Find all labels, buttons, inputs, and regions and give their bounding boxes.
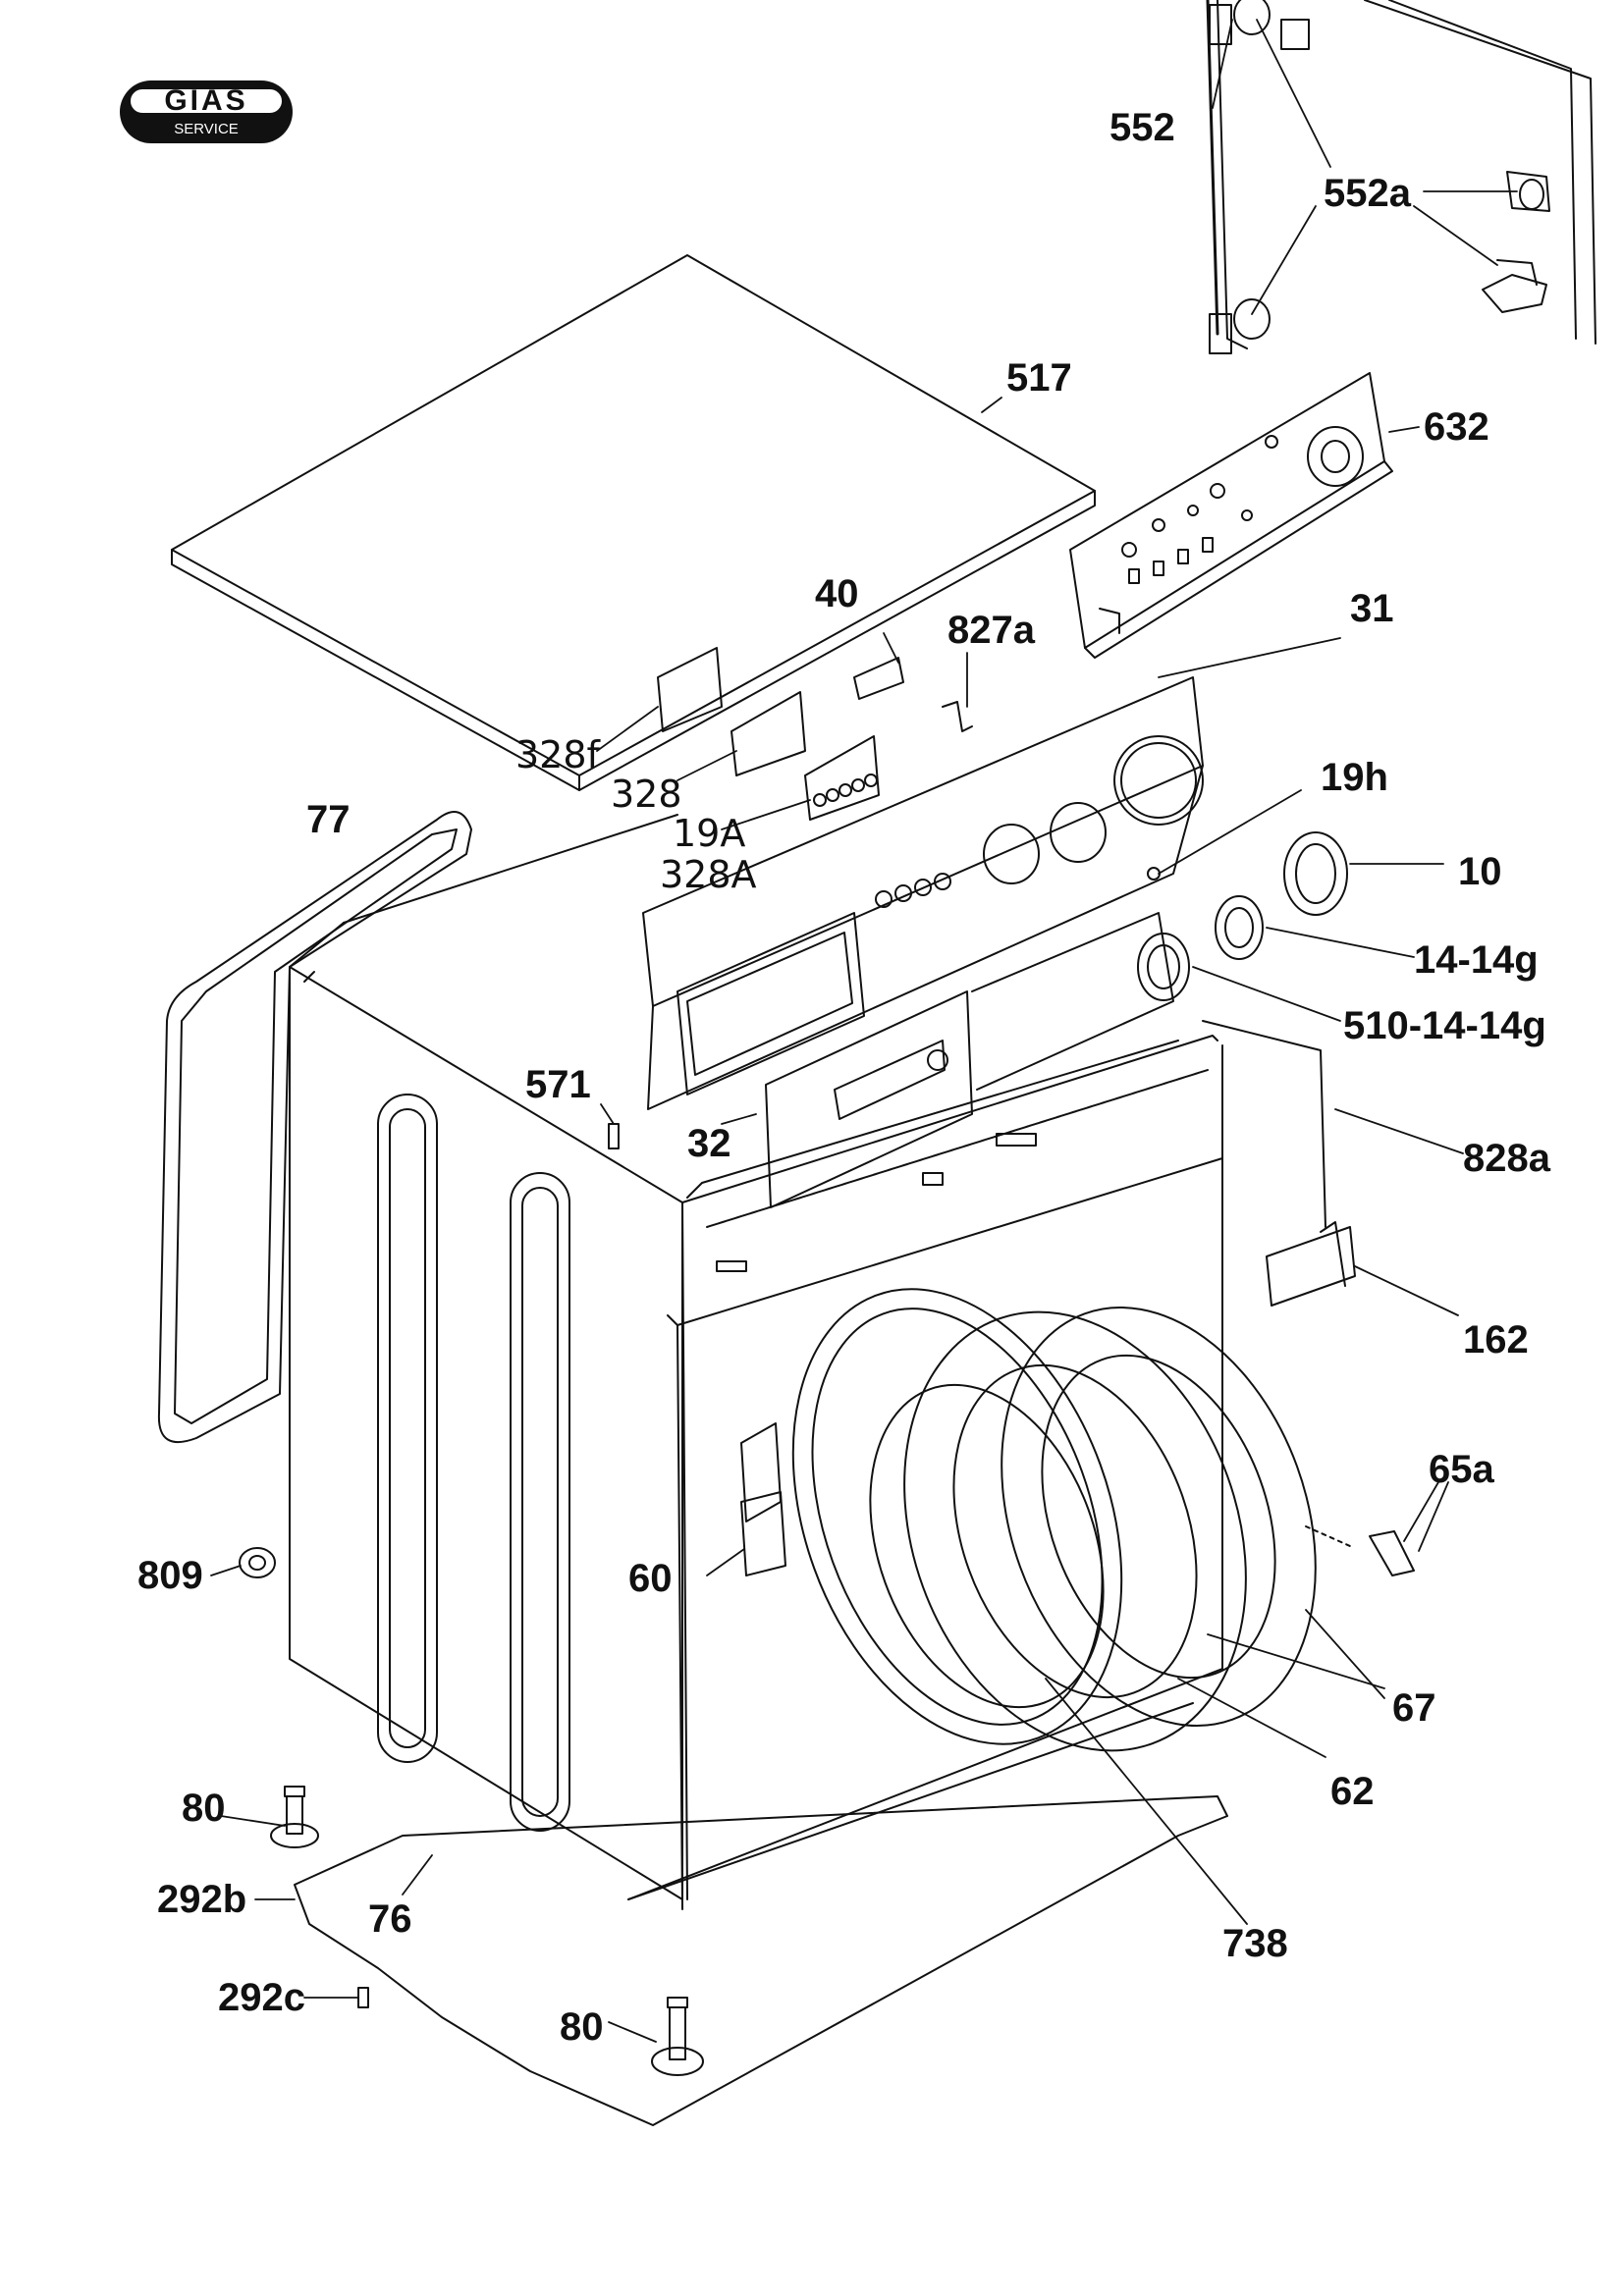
part-label-827a: 827a	[947, 609, 1035, 652]
part-label-40: 40	[815, 572, 859, 615]
part-label-31: 31	[1350, 587, 1394, 630]
part-label-10: 10	[1458, 850, 1502, 893]
part-label-32: 32	[687, 1122, 731, 1165]
part-label-292c: 292c	[218, 1976, 305, 2019]
part-label-552: 552	[1109, 106, 1175, 149]
leader-lines	[210, 19, 1518, 2043]
gias-service-logo: GIAS SERVICE	[120, 80, 293, 143]
part-label-14-14g: 14-14g	[1414, 938, 1539, 982]
door-assembly	[1206, 0, 1596, 354]
cabinet-body	[289, 814, 1223, 1910]
part-label-65a: 65a	[1429, 1448, 1494, 1491]
part-label-19A: 19A	[673, 812, 746, 855]
part-label-76: 76	[368, 1897, 412, 1941]
part-label-328A: 328A	[660, 853, 757, 896]
drain-plug	[239, 1547, 276, 1578]
part-label-328f: 328f	[515, 733, 600, 776]
feet-and-screws	[270, 1123, 704, 2076]
part-label-292b: 292b	[157, 1878, 247, 1921]
display-modules	[657, 647, 973, 821]
part-label-80-left: 80	[182, 1787, 226, 1830]
door-ring-seal	[791, 1288, 1317, 1752]
logo-badge-inner	[128, 86, 285, 116]
part-label-80-bottom: 80	[560, 2005, 604, 2049]
part-label-632: 632	[1424, 405, 1489, 449]
logo-subtitle-text: SERVICE	[174, 121, 239, 137]
part-label-60: 60	[628, 1557, 673, 1600]
front-control-panel	[642, 676, 1204, 1110]
part-label-67: 67	[1392, 1686, 1436, 1730]
top-panel	[171, 254, 1096, 791]
pressure-switch	[1202, 1020, 1356, 1307]
rear-seal	[157, 811, 472, 1443]
door-hinge	[740, 1422, 786, 1576]
part-label-828a: 828a	[1463, 1137, 1550, 1180]
base-plate	[294, 1795, 1228, 2126]
part-label-571: 571	[525, 1063, 591, 1106]
part-label-77: 77	[306, 798, 351, 841]
part-label-162: 162	[1463, 1318, 1529, 1362]
part-label-62: 62	[1330, 1770, 1375, 1813]
part-label-19h: 19h	[1321, 756, 1388, 799]
logo-brand-text: GIAS	[164, 84, 248, 117]
part-label-517: 517	[1006, 356, 1072, 400]
part-label-809: 809	[137, 1554, 203, 1597]
part-label-738: 738	[1222, 1922, 1288, 1965]
control-board	[1069, 372, 1393, 659]
door-lock	[1305, 1525, 1415, 1576]
part-label-552a: 552a	[1324, 172, 1411, 215]
part-label-510-14-14g: 510-14-14g	[1343, 1004, 1546, 1047]
detergent-drawer	[765, 912, 1174, 1208]
part-label-328: 328	[611, 773, 682, 816]
